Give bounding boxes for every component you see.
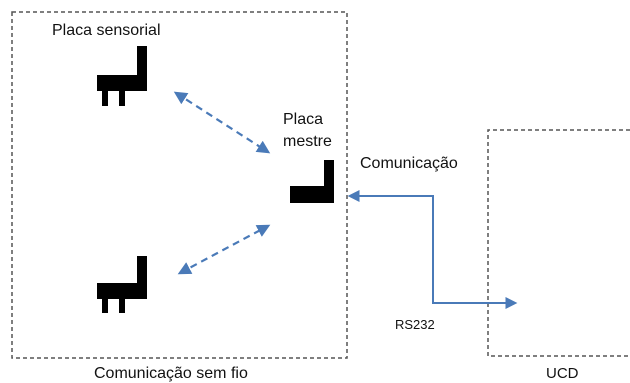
sensor-board-bottom-icon	[97, 256, 147, 313]
label-comunicacao: Comunicação	[360, 155, 458, 172]
label-placa-mestre-line1: Placa	[283, 111, 323, 128]
master-board-icon	[290, 160, 334, 203]
sensor-board-top-icon	[97, 46, 147, 106]
wireless-link-bottom-arrow	[177, 224, 271, 275]
wireless-boundary	[11, 11, 348, 359]
label-placa-mestre-line2: mestre	[283, 133, 332, 150]
label-rs232: RS232	[395, 317, 435, 332]
ucd-boundary	[487, 129, 630, 357]
rs232-link-arrow	[347, 190, 518, 309]
label-comunicacao-sem-fio: Comunicação sem fio	[94, 365, 248, 382]
wireless-link-top-arrow	[173, 91, 271, 154]
label-ucd: UCD	[546, 365, 579, 382]
label-placa-sensorial: Placa sensorial	[52, 22, 161, 39]
